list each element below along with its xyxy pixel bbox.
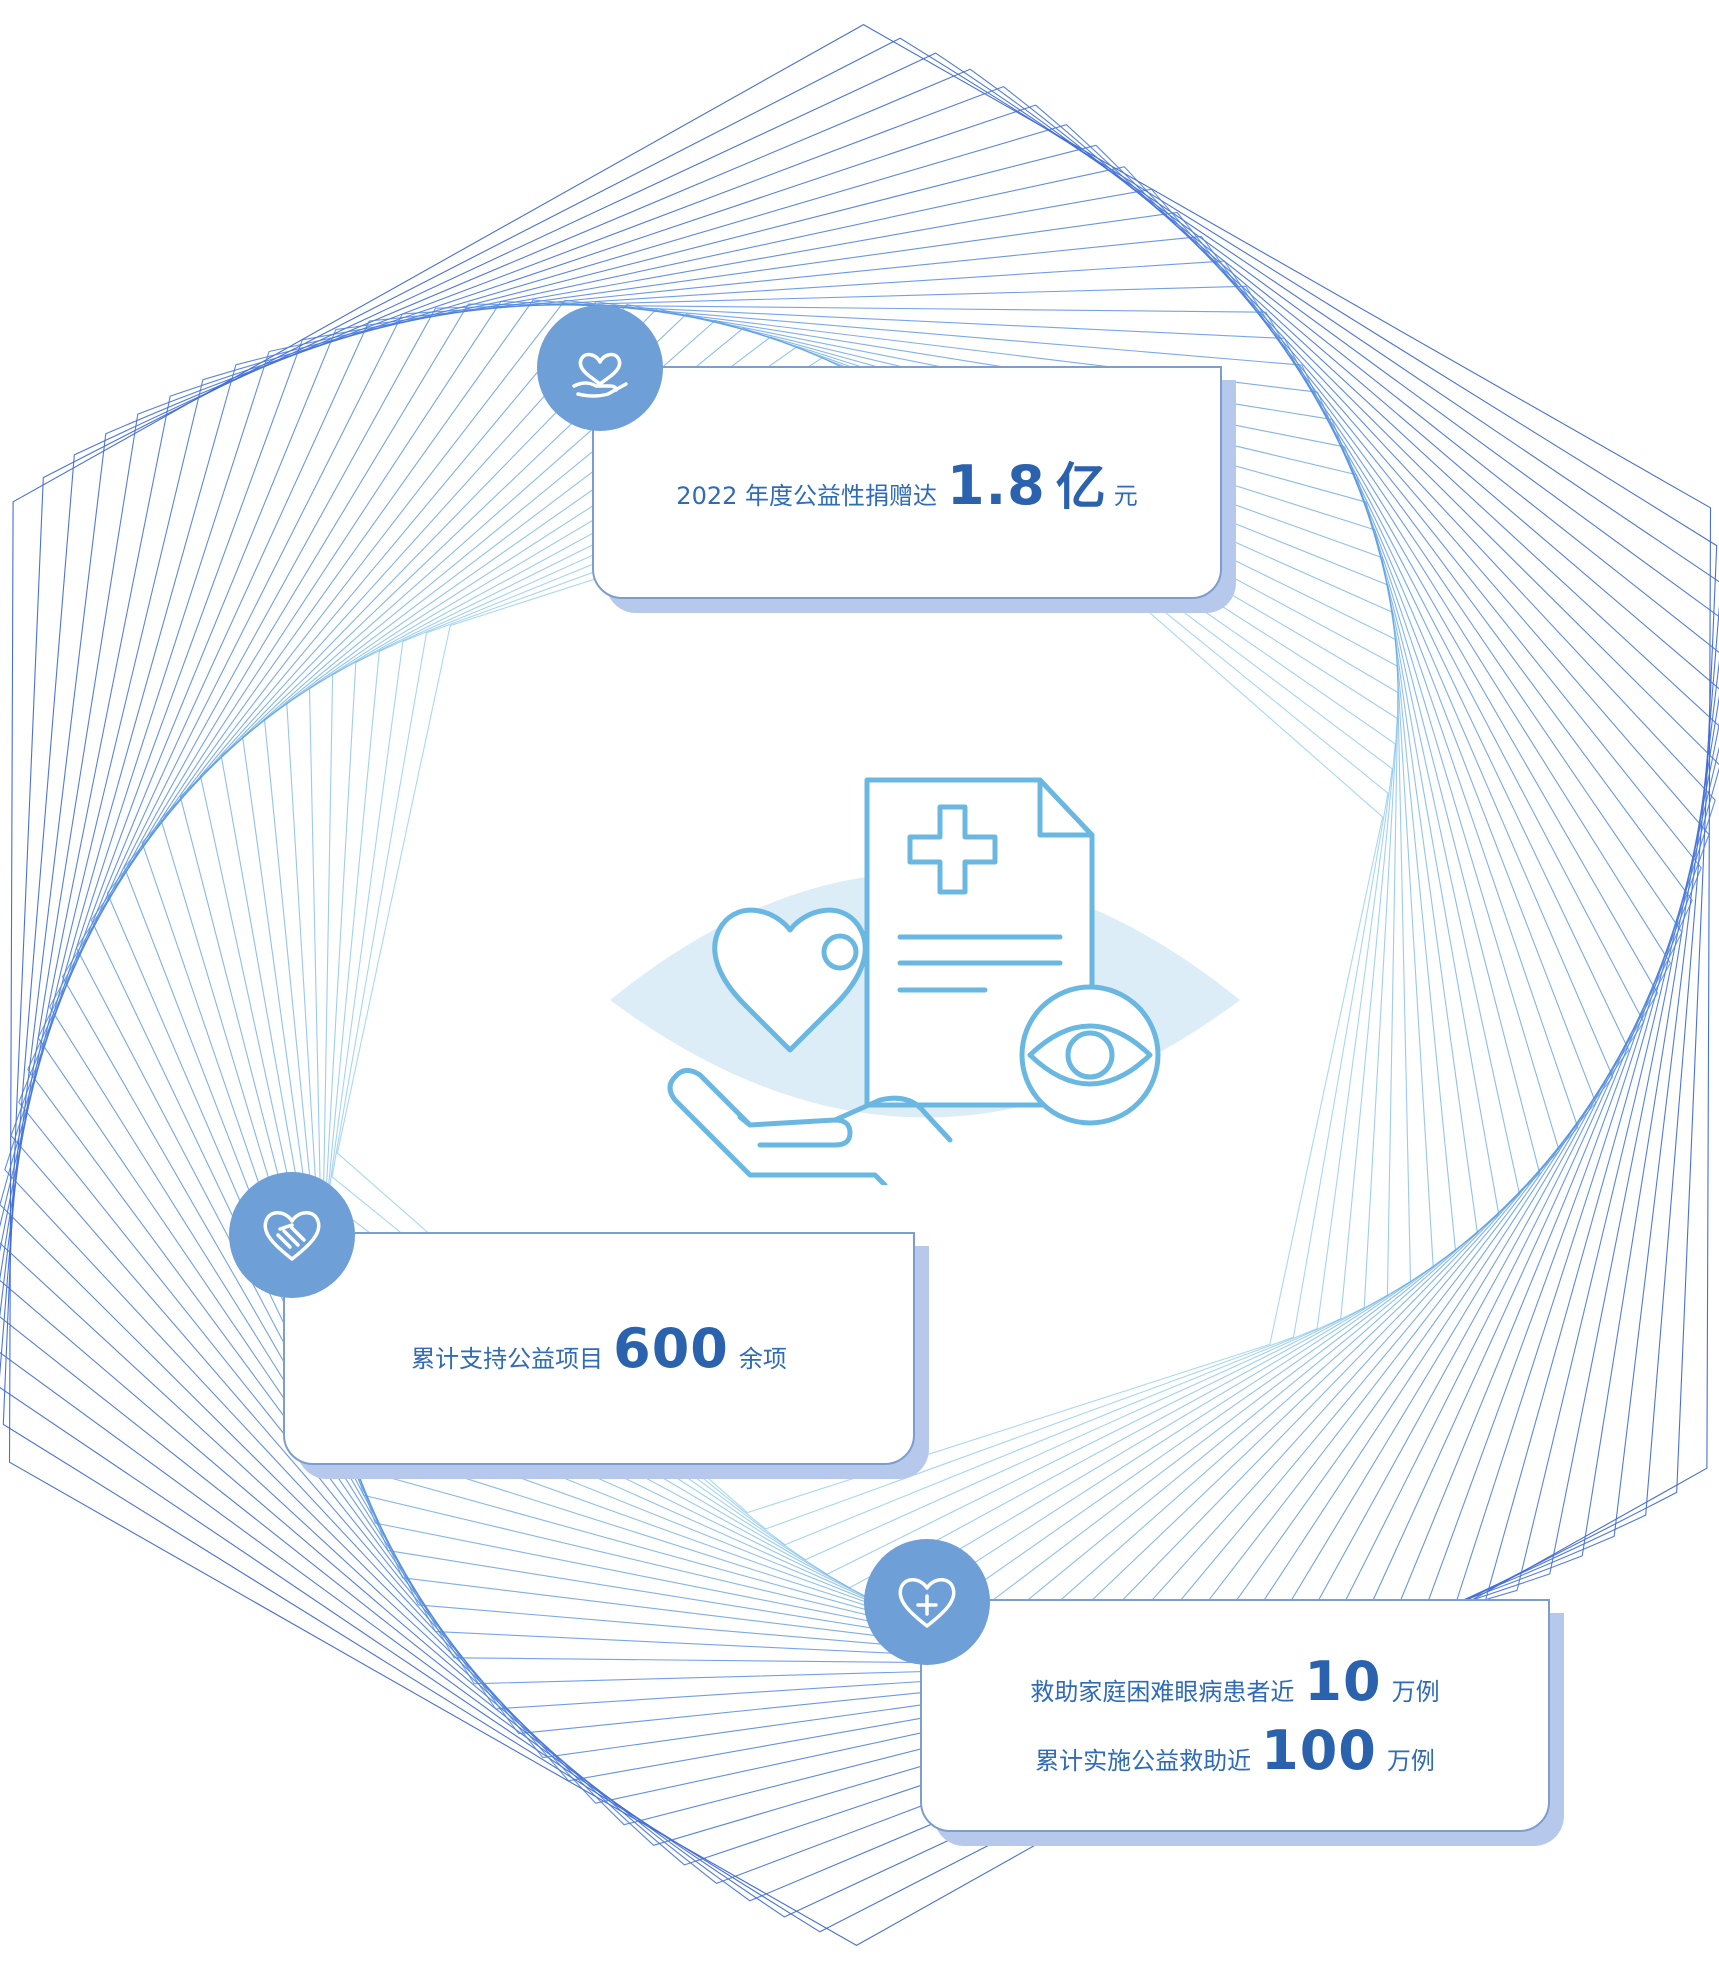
patients-card: 救助家庭困难眼病患者近 10 万例 累计实施公益救助近 100 万例 bbox=[920, 1599, 1550, 1832]
donation-card: 2022 年度公益性捐赠达 1.8 亿 元 bbox=[592, 366, 1222, 599]
projects-label: 累计支持公益项目 bbox=[411, 1345, 604, 1373]
projects-value: 600 bbox=[613, 1317, 729, 1380]
handshake-heart-icon bbox=[229, 1172, 355, 1298]
donation-line: 2022 年度公益性捐赠达 1.8 亿 元 bbox=[676, 447, 1137, 519]
medical-cross bbox=[907, 804, 998, 895]
donation-unit: 元 bbox=[1113, 481, 1138, 510]
medical-charity-eye-icon bbox=[610, 777, 1240, 1185]
projects-card: 累计支持公益项目 600 余项 bbox=[283, 1232, 915, 1465]
donation-unit-big: 亿 bbox=[1055, 457, 1106, 516]
patients-unit-1: 万例 bbox=[1391, 1677, 1440, 1706]
heart-plus-icon bbox=[864, 1539, 990, 1665]
projects-line: 累计支持公益项目 600 余项 bbox=[411, 1317, 787, 1380]
projects-unit: 余项 bbox=[738, 1345, 787, 1373]
patients-value-1: 10 bbox=[1304, 1649, 1382, 1713]
eye-circle bbox=[1019, 984, 1161, 1126]
patients-line-2: 累计实施公益救助近 100 万例 bbox=[1035, 1719, 1435, 1782]
donation-label: 2022 年度公益性捐赠达 bbox=[676, 481, 938, 510]
patients-value-2: 100 bbox=[1261, 1718, 1377, 1782]
patients-line-1: 救助家庭困难眼病患者近 10 万例 bbox=[1030, 1650, 1439, 1713]
patients-label-2: 累计实施公益救助近 bbox=[1035, 1746, 1252, 1775]
donation-value: 1.8 bbox=[947, 453, 1046, 517]
patients-label-1: 救助家庭困难眼病患者近 bbox=[1030, 1677, 1295, 1706]
heart-hand-icon bbox=[537, 305, 663, 431]
patients-unit-2: 万例 bbox=[1386, 1746, 1435, 1775]
